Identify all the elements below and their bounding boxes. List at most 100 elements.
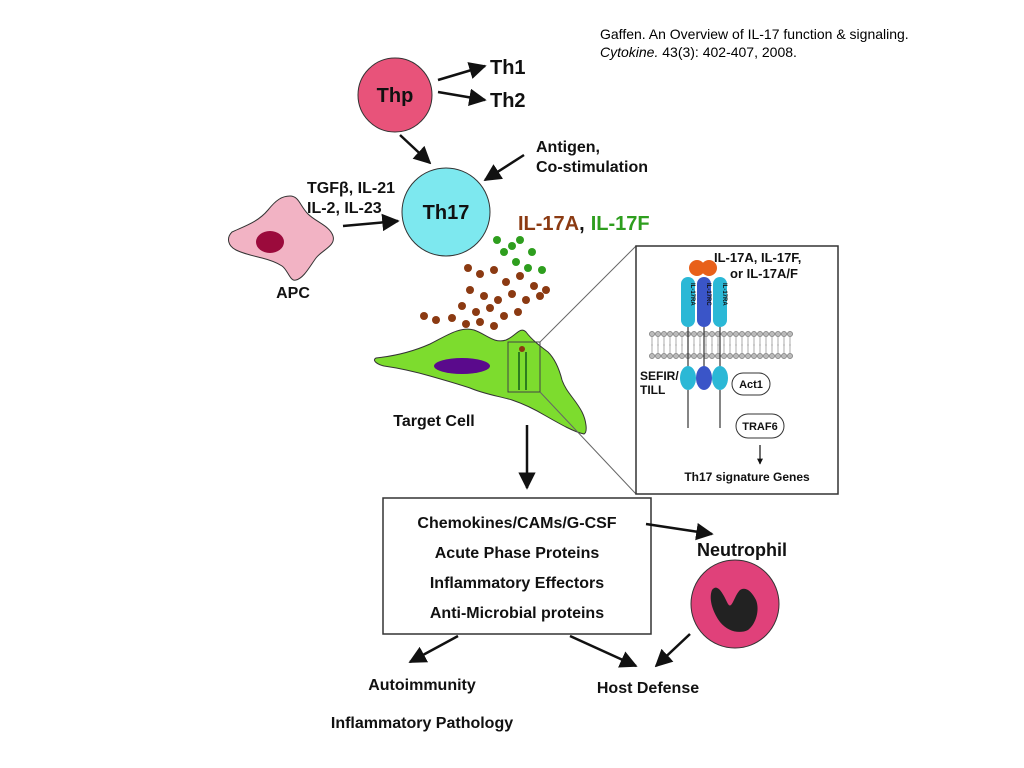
lipid-head <box>679 331 685 337</box>
il17a-particle <box>472 308 480 316</box>
il17f-label: IL-17F <box>591 213 650 235</box>
sefir-domain-3 <box>712 366 728 390</box>
receptor-il17rc <box>697 277 711 327</box>
effector-inflammatory: Inflammatory Effectors <box>430 575 604 592</box>
lipid-head <box>787 331 793 337</box>
lipid-head <box>709 353 715 359</box>
costimulation-label: Co-stimulation <box>536 159 648 176</box>
lipid-head <box>721 331 727 337</box>
signaling-inset: IL-17A, IL-17F, or IL-17A/F IL-17RA IL-1… <box>635 245 839 495</box>
lipid-head <box>715 353 721 359</box>
il17a-particle <box>462 320 470 328</box>
lipid-head <box>757 331 763 337</box>
receptor-il17ra-left <box>681 277 695 327</box>
citation-details: 43(3): 402-407, 2008. <box>658 44 797 60</box>
il17a-particle <box>464 264 472 272</box>
zoom-box <box>507 341 541 393</box>
il17f-particle <box>516 236 524 244</box>
lipid-head <box>715 331 721 337</box>
lipid-head <box>739 331 745 337</box>
il17a-particle <box>476 270 484 278</box>
arrow-antigen-th17 <box>483 153 525 182</box>
il17f-particle <box>500 248 508 256</box>
lipid-head <box>667 331 673 337</box>
lipid-head <box>727 331 733 337</box>
il17a-particle <box>432 316 440 324</box>
lipid-head <box>781 331 787 337</box>
neutrophil-label: Neutrophil <box>697 540 787 560</box>
target-cell-label: Target Cell <box>393 413 475 430</box>
traf6-node <box>735 413 785 439</box>
apc-label: APC <box>276 285 310 302</box>
neutrophil-nucleus <box>710 587 758 632</box>
effector-acute-phase: Acute Phase Proteins <box>435 545 600 562</box>
arrow-neutrophil-hostdefense <box>654 633 691 668</box>
il17a-particle <box>500 312 508 320</box>
lipid-head <box>769 353 775 359</box>
lipid-head <box>661 331 667 337</box>
lipid-head <box>667 353 673 359</box>
th1-label: Th1 <box>490 57 526 79</box>
sefir-domain-1 <box>680 366 696 390</box>
ligand-label-line1: IL-17A, IL-17F, <box>714 250 801 265</box>
apc-nucleus <box>256 231 284 253</box>
traf6-label: TRAF6 <box>742 421 777 433</box>
il17a-particle <box>522 296 530 304</box>
lipid-head <box>787 353 793 359</box>
sefir-label-line1: SEFIR/ <box>640 369 679 383</box>
il17f-particle <box>508 242 516 250</box>
lipid-head <box>739 353 745 359</box>
il17-comma: , <box>579 213 585 235</box>
act1-label: Act1 <box>739 379 763 391</box>
lipid-head <box>745 353 751 359</box>
il17a-particle <box>448 314 456 322</box>
th2-label: Th2 <box>490 90 526 112</box>
antigen-label: Antigen, <box>536 139 600 156</box>
cell-membrane <box>649 331 793 359</box>
lipid-head <box>649 331 655 337</box>
il17a-particle <box>480 292 488 300</box>
th17-label: Th17 <box>423 202 470 224</box>
il17a-particle <box>494 296 502 304</box>
il17a-particle <box>490 322 498 330</box>
effector-antimicrobial: Anti-Microbial proteins <box>430 605 604 622</box>
thp-label: Thp <box>377 85 414 107</box>
lipid-head <box>781 353 787 359</box>
il17a-particle <box>530 282 538 290</box>
citation-line1: Gaffen. An Overview of IL-17 function & … <box>600 26 909 42</box>
lipid-head <box>673 331 679 337</box>
ligand-dimer-b <box>701 260 717 276</box>
arrow-effectors-hostdefense <box>569 634 638 668</box>
lipid-head <box>679 353 685 359</box>
il17f-particle <box>512 258 520 266</box>
lipid-head <box>691 331 697 337</box>
lipid-head <box>649 353 655 359</box>
lipid-head <box>775 331 781 337</box>
il17f-particle <box>493 236 501 244</box>
lipid-head <box>769 331 775 337</box>
arrow-apc-th17 <box>342 213 400 232</box>
zoom-line-bottom <box>539 391 637 495</box>
il17a-particle <box>508 290 516 298</box>
lipid-head <box>709 331 715 337</box>
cytokines-line1: TGFβ, IL-21 <box>307 180 395 197</box>
il17a-particle <box>542 286 550 294</box>
receptor-label-2: IL-17RC <box>705 283 711 306</box>
lipid-head <box>751 331 757 337</box>
citation-line2: Cytokine. 43(3): 402-407, 2008. <box>600 43 1010 61</box>
sefir-label-line2: TILL <box>640 383 665 397</box>
il17a-particle <box>458 302 466 310</box>
zoom-line-top <box>539 245 637 343</box>
lipid-head <box>763 353 769 359</box>
lipid-head <box>733 331 739 337</box>
arrow-thp-th1 <box>437 62 487 82</box>
il17a-particle <box>490 266 498 274</box>
effector-chemokines: Chemokines/CAMs/G-CSF <box>417 515 616 532</box>
lipid-head <box>763 331 769 337</box>
il17a-particle <box>420 312 428 320</box>
inflammatory-pathology-label: Inflammatory Pathology <box>331 715 513 732</box>
lipid-head <box>733 353 739 359</box>
il17a-particle <box>536 292 544 300</box>
secreted-il17-particles <box>420 236 550 330</box>
target-cell <box>373 328 587 435</box>
